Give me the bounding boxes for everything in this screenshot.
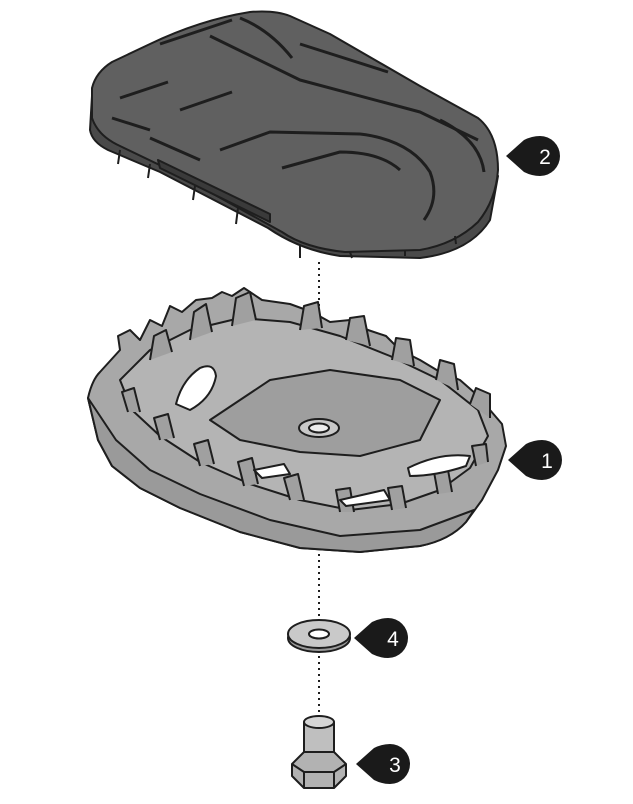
callout-label-1: 1 — [541, 450, 553, 473]
callout-3: 3 — [356, 744, 410, 784]
callout-4: 4 — [354, 618, 408, 658]
bolt — [291, 715, 347, 789]
washer — [287, 619, 351, 653]
callout-2: 2 — [506, 136, 560, 176]
callout-label-2: 2 — [539, 146, 551, 169]
callout-label-3: 3 — [389, 754, 401, 777]
callout-1: 1 — [508, 440, 562, 480]
callout-label-4: 4 — [387, 628, 399, 651]
footpeg-base — [87, 287, 507, 553]
rubber-pad — [89, 10, 499, 259]
